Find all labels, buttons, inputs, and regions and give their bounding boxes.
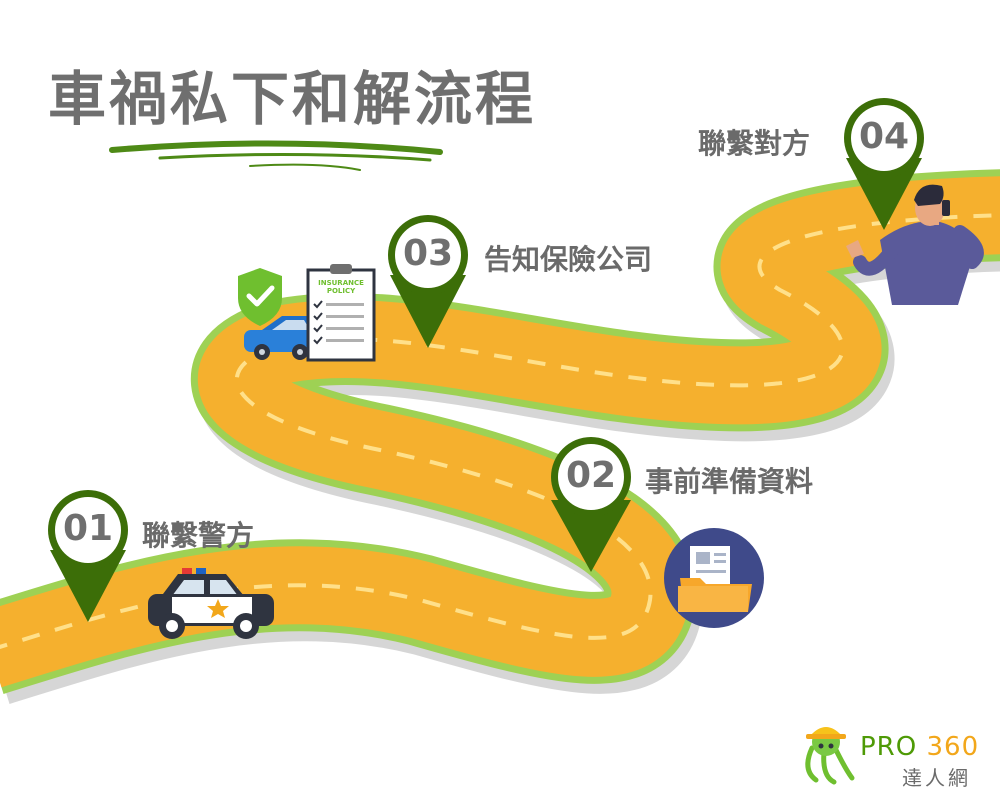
step-02-label: 事前準備資料 (645, 465, 814, 498)
winding-road (0, 169, 1000, 704)
logo-brand-number: 360 (926, 732, 980, 762)
insurance-policy-clipboard: INSURANCE POLICY (306, 264, 376, 362)
step-01-label: 聯繫警方 (142, 519, 255, 552)
shield-check-icon (238, 268, 282, 326)
page-title: 車禍私下和解流程 (48, 65, 537, 133)
logo-brand: PRO 360 (860, 732, 979, 762)
step-04-number: 04 (858, 116, 910, 157)
step-01-number: 01 (62, 508, 114, 549)
policy-title-line2: POLICY (327, 287, 356, 295)
road-center-dashes (0, 213, 1000, 649)
step-02-number: 02 (565, 455, 617, 496)
man-on-phone-illustration (846, 184, 984, 305)
blue-car-icon (244, 316, 318, 360)
police-car-icon (148, 568, 274, 639)
folder-document-icon (664, 528, 764, 628)
logo-brand-text: PRO (860, 732, 918, 762)
step-04-label: 聯繫對方 (698, 127, 811, 160)
pro360-mascot-logo (805, 727, 855, 785)
pin-02-marker (551, 437, 631, 572)
step-03-label: 告知保險公司 (484, 243, 653, 276)
title-underline (109, 140, 443, 171)
step-03-number: 03 (402, 233, 454, 274)
pin-03-marker (388, 215, 468, 348)
pin-04-marker (844, 98, 924, 230)
logo-subtitle: 達人網 (902, 766, 971, 790)
policy-title-line1: INSURANCE (318, 279, 364, 287)
pin-01-marker (48, 490, 128, 622)
